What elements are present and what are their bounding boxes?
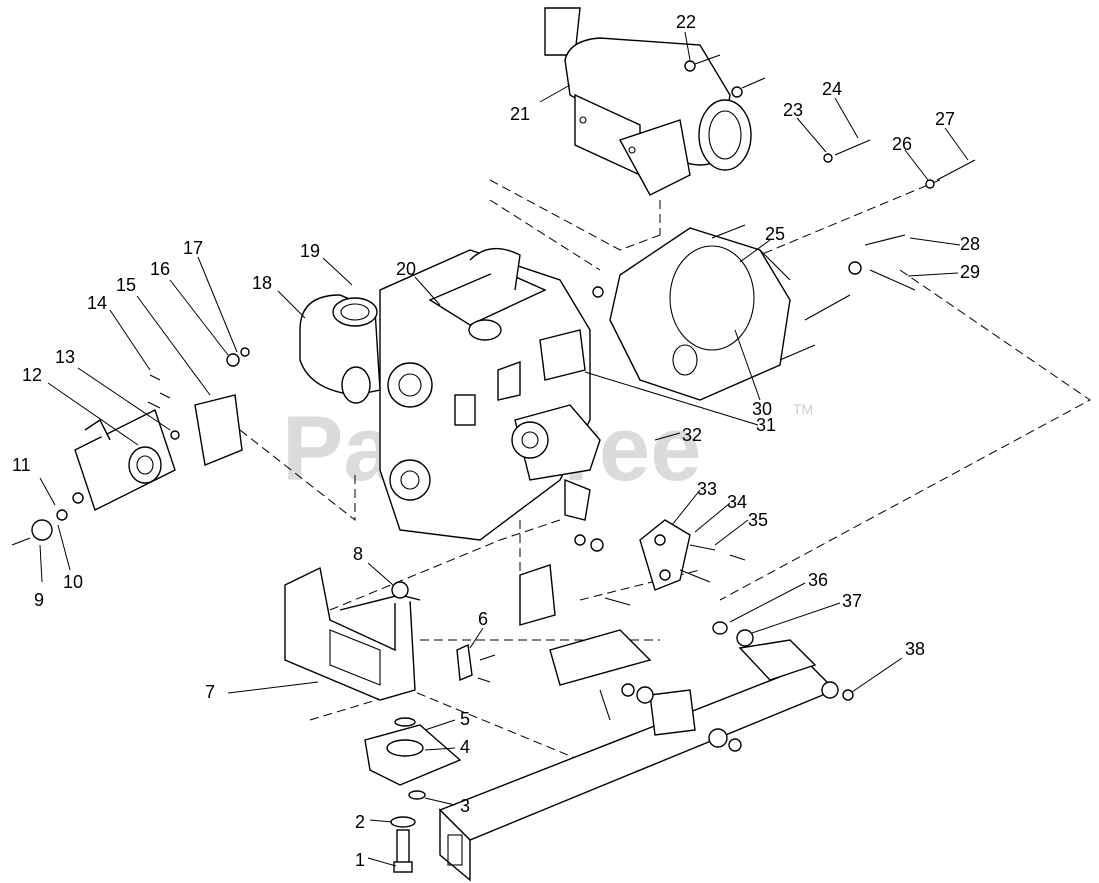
isolator-mount [364,717,462,800]
callout-13: 13 [55,347,75,367]
muffler [544,7,752,196]
callout-30: 30 [752,399,772,419]
callout-34: 34 [727,492,747,512]
starter-motor [511,404,601,521]
callout-37: 37 [842,591,862,611]
callout-5: 5 [460,709,470,729]
callout-16: 16 [150,259,170,279]
callout-33: 33 [697,479,717,499]
callout-28: 28 [960,234,980,254]
callout-4: 4 [460,737,470,757]
callout-22: 22 [676,12,696,32]
bell-housing [609,227,791,401]
callout-3: 3 [460,796,470,816]
callout-32: 32 [682,425,702,445]
callout-38: 38 [905,639,925,659]
callout-29: 29 [960,262,980,282]
left-mount-bracket [74,394,243,511]
muffler-bolts [684,54,766,98]
callout-6: 6 [478,609,488,629]
callout-17: 17 [183,238,203,258]
callout-24: 24 [822,79,842,99]
callout-8: 8 [353,544,363,564]
callout-36: 36 [808,570,828,590]
watermark-trademark: TM [793,401,813,417]
intake-hose [299,294,381,404]
callout-25: 25 [765,224,785,244]
callout-27: 27 [935,109,955,129]
center-brackets [519,564,652,721]
exhaust-bolts [823,139,976,189]
callout-19: 19 [300,241,320,261]
callout-9: 9 [34,590,44,610]
mount-bolt [390,816,416,873]
callout-26: 26 [892,134,912,154]
callout-1: 1 [355,850,365,870]
callout-7: 7 [205,682,215,702]
callout-12: 12 [22,365,42,385]
frame-tube [438,621,854,882]
callout-18: 18 [252,273,272,293]
callout-leaders [39,31,969,867]
small-bracket [456,643,496,683]
right-bracket [574,519,746,606]
callout-15: 15 [116,275,136,295]
callout-labels: 1 2 3 4 5 6 7 8 9 10 11 12 13 14 15 16 1… [12,12,980,870]
callout-14: 14 [87,293,107,313]
callout-23: 23 [783,100,803,120]
callout-11: 11 [12,455,31,475]
left-fasteners [11,347,250,546]
callout-10: 10 [63,572,83,592]
callout-2: 2 [355,812,365,832]
callout-20: 20 [396,259,416,279]
callout-31: 31 [756,415,776,435]
engine-cradle [284,566,421,701]
callout-21: 21 [510,104,530,124]
callout-35: 35 [748,510,768,530]
